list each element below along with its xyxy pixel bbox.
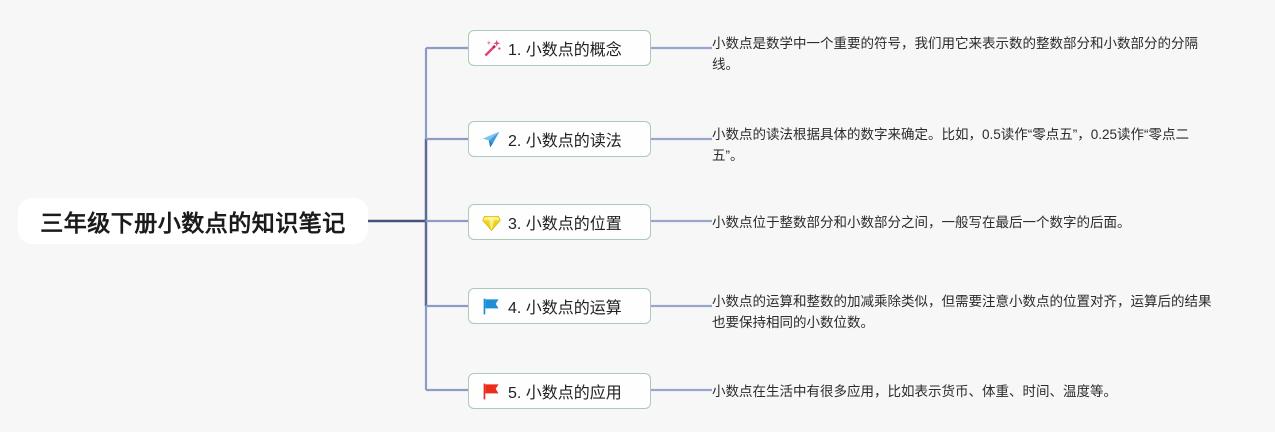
branch-detail-1: 小数点是数学中一个重要的符号，我们用它来表示数的整数部分和小数部分的分隔线。 [712,36,1198,72]
branch-node-5[interactable]: 5. 小数点的应用 [468,373,651,409]
branch-label-4: 4. 小数点的运算 [508,300,622,317]
gem-icon [481,212,502,233]
branch-detail-3: 小数点位于整数部分和小数部分之间，一般写在最后一个数字的后面。 [712,215,1131,230]
branch-node-2[interactable]: 2. 小数点的读法 [468,121,651,157]
branch-node-1[interactable]: 1. 小数点的概念 [468,30,651,66]
blue-flag-icon [481,296,502,317]
root-node[interactable]: 三年级下册小数点的知识笔记 [18,198,368,244]
magic-wand-icon [481,38,502,59]
branch-label-1: 1. 小数点的概念 [508,42,622,59]
red-flag-icon [481,381,502,402]
root-label: 三年级下册小数点的知识笔记 [40,210,346,236]
branch-label-3: 3. 小数点的位置 [508,216,622,233]
branch-detail-5: 小数点在生活中有很多应用，比如表示货币、体重、时间、温度等。 [712,384,1117,399]
branch-detail-2: 小数点的读法根据具体的数字来确定。比如，0.5读作“零点五”，0.25读作“零点… [712,127,1190,163]
branch-node-3[interactable]: 3. 小数点的位置 [468,204,651,240]
branch-label-5: 5. 小数点的应用 [508,385,622,402]
paper-plane-icon [481,129,502,150]
branch-detail-4: 小数点的运算和整数的加减乘除类似，但需要注意小数点的位置对齐，运算后的结果也要保… [712,294,1212,330]
branch-label-2: 2. 小数点的读法 [508,133,622,150]
branch-node-4[interactable]: 4. 小数点的运算 [468,288,651,324]
